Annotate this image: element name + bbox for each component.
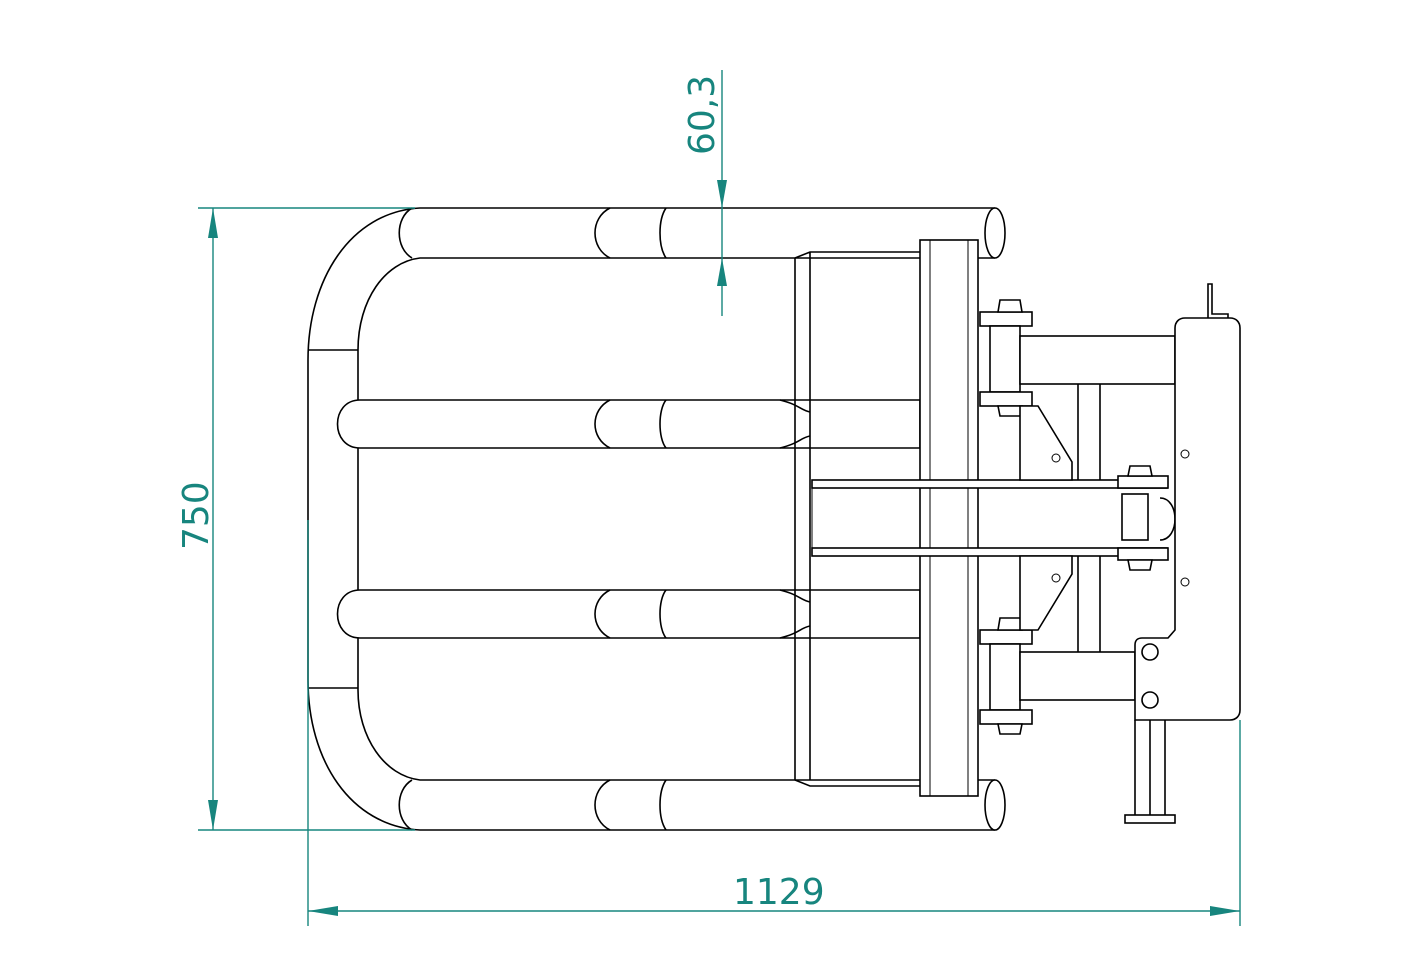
central-block (794, 251, 920, 787)
upper-arm (1019, 335, 1176, 385)
top-tube-end (984, 207, 1006, 259)
upper-bolt-2 (997, 405, 1023, 417)
back-plate-hole-3 (1141, 643, 1159, 661)
inner-tube-lower (336, 589, 921, 639)
tube-diameter-dimension: 60,3 (682, 70, 727, 316)
upper-mount-body (989, 325, 1021, 393)
tube-diameter-label: 60,3 (682, 75, 723, 155)
flange-plate (919, 239, 979, 797)
frame-side-strip (308, 349, 358, 689)
outer-frame-tube-inner-edge (357, 257, 995, 781)
outer-frame-tube (307, 207, 995, 831)
lower-bolt (997, 617, 1023, 631)
inner-tube-lower-joints (594, 589, 667, 639)
back-plate-hole-4 (1141, 691, 1159, 709)
back-plate-hole-2 (1180, 577, 1190, 587)
upper-mount-bracket (979, 311, 1033, 327)
back-plate-tab (1207, 283, 1229, 318)
inner-tube-upper (336, 399, 921, 449)
support-foot (1124, 814, 1176, 824)
lower-arm (1019, 651, 1136, 701)
bottom-tube-joint (398, 779, 667, 831)
center-cylinder-body (1121, 493, 1149, 541)
central-block-tube-necks (779, 399, 811, 639)
upper-gusset (1019, 405, 1073, 481)
bottom-tube-end (984, 779, 1006, 831)
center-hook (1159, 497, 1176, 541)
lower-mount-bracket (979, 629, 1033, 645)
lower-bolt-2 (997, 723, 1023, 735)
lower-mount-bracket-2 (979, 709, 1033, 725)
center-cylinder-bracket (1117, 475, 1169, 489)
overall-length-label: 1129 (733, 872, 825, 913)
inner-tube-upper-joints (594, 399, 667, 449)
upper-rail (811, 479, 1168, 489)
lower-gusset (1019, 555, 1073, 631)
center-bolt (1127, 465, 1153, 477)
top-tube-joint (398, 207, 667, 259)
support-leg (1134, 720, 1166, 815)
upper-mount-bracket-2 (979, 391, 1033, 407)
lower-rail (811, 547, 1168, 557)
back-plate (1134, 317, 1241, 721)
lower-mount-body (989, 643, 1021, 711)
frame-outline (307, 207, 1241, 831)
upper-gusset-hole (1051, 453, 1061, 463)
center-bolt-2 (1127, 559, 1153, 571)
overall-depth-label: 750 (176, 481, 217, 550)
back-plate-hole-1 (1180, 449, 1190, 459)
vertical-struts (1077, 384, 1101, 652)
overall-length-dimension: 1129 (307, 520, 1241, 926)
center-cylinder-bracket-2 (1117, 547, 1169, 561)
dimensions: 60,3 750 1129 (176, 70, 1241, 926)
upper-bolt (997, 299, 1023, 313)
overall-depth-dimension: 750 (176, 207, 415, 831)
lower-gusset-hole (1051, 573, 1061, 583)
